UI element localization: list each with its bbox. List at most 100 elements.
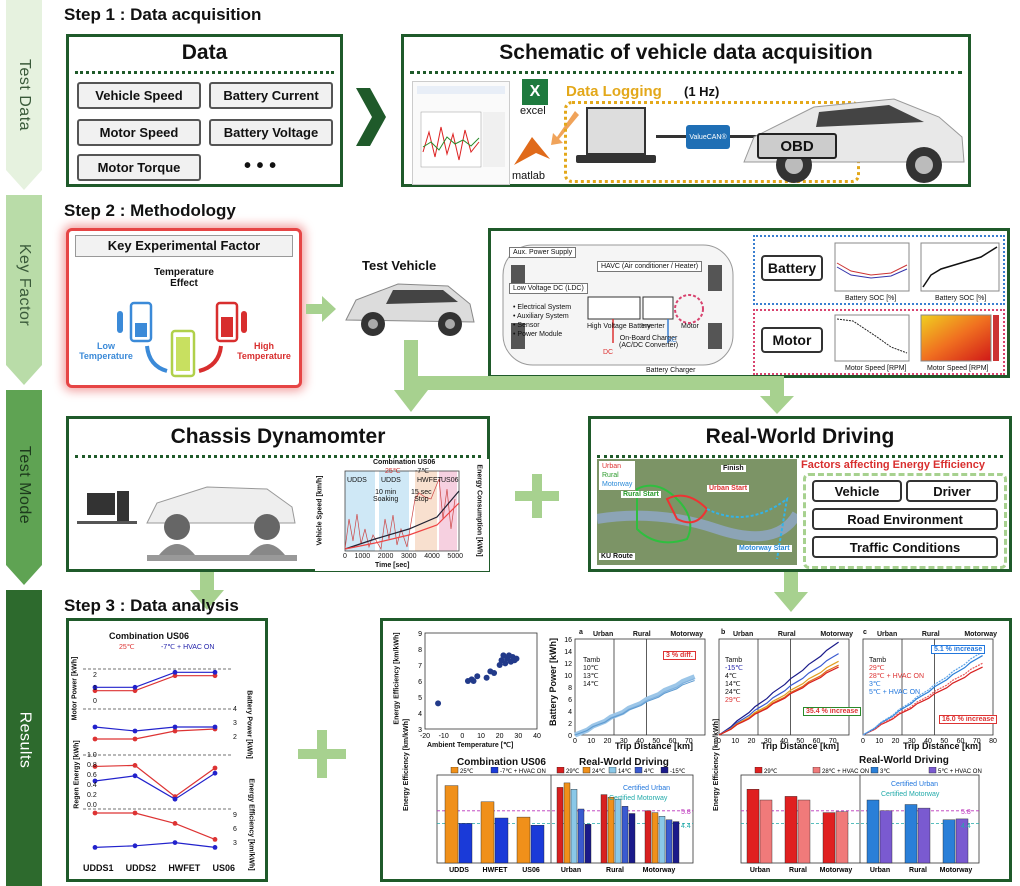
legend-label: 4℃ <box>644 769 654 775</box>
cum-xlabel-a: Trip Distance [km] <box>615 741 694 751</box>
cum-xtick: 60 <box>957 738 965 745</box>
cum-xtick: 70 <box>829 738 837 745</box>
panel-letter-c: c <box>863 629 867 636</box>
factor-vehicle: Vehicle <box>812 480 902 502</box>
key-factor-title: Key Experimental Factor <box>75 235 293 257</box>
chassis-divider <box>75 455 481 458</box>
cum-series-line <box>718 641 839 736</box>
scatter-xtick: 30 <box>514 733 522 740</box>
data-point <box>212 724 218 730</box>
laptop-icon <box>586 107 646 155</box>
section-rail: Test Data Key Factor Test Mode Results <box>6 0 42 886</box>
data-point <box>212 837 218 842</box>
cum-xtick: 10 <box>731 738 739 745</box>
ylabel-regen-energy: Regen Energy [kWh] <box>73 740 81 809</box>
scatter-ytick: 6 <box>418 679 422 686</box>
obc-label: On-Board Charger (AC/DC Converter) <box>619 335 679 349</box>
rail-arrows <box>6 0 42 886</box>
factor-traffic-conditions: Traffic Conditions <box>812 536 998 558</box>
high-temperature-label: High Temperature <box>237 341 291 361</box>
cum-series-line <box>718 666 839 736</box>
segment-udds-1: UDDS <box>347 477 367 484</box>
cum-xtick: 10 <box>587 738 595 745</box>
bar <box>570 789 578 864</box>
valuecan-device: ValueCAN® <box>686 125 730 149</box>
data-point <box>92 845 98 850</box>
cum-xtick: 30 <box>908 738 916 745</box>
scatter-point <box>474 673 481 680</box>
matlab-icon <box>514 137 550 165</box>
scatter-xtick: -20 <box>420 733 430 740</box>
bar <box>628 813 636 864</box>
annotation-b: 35.4 % increase <box>803 707 862 716</box>
series-line <box>95 728 216 740</box>
cert-urban-left: Certified Urban <box>623 785 671 792</box>
segment-hwfet: HWFET <box>417 477 442 484</box>
series-line <box>95 671 215 688</box>
cum-ytick: 10 <box>564 673 572 680</box>
chassis-title: Chassis Dynamomter <box>170 425 386 448</box>
cum-xtick: 70 <box>685 738 693 745</box>
cum-ytick: 4 <box>568 709 572 716</box>
software-screenshot <box>412 81 510 185</box>
data-point <box>212 765 218 771</box>
scatter-ytick: 3 <box>418 727 422 734</box>
cum-xlabel-c: Trip Distance [km] <box>903 741 982 751</box>
data-point <box>132 728 138 734</box>
legend-swatch <box>660 767 669 774</box>
bar <box>644 810 652 864</box>
chassis-chart: Combination US06 25℃ -7℃ UDDS UDDS HWFET… <box>315 459 489 571</box>
scatter-xtick: 0 <box>460 733 464 740</box>
factor-road-environment: Road Environment <box>812 508 998 530</box>
cum-ytick: 6 <box>568 697 572 704</box>
scatter-point <box>513 655 520 662</box>
cum-ytick: 12 <box>564 661 572 668</box>
arrow-down-left <box>190 572 224 610</box>
cum-xlabel-b: Trip Distance [km] <box>761 741 840 751</box>
data-box-divider <box>75 71 334 74</box>
scatter-ytick: 9 <box>418 631 422 638</box>
bar <box>955 818 969 864</box>
battery-charger-label: Battery Charger <box>646 367 696 374</box>
bar <box>797 799 811 864</box>
temperature-effect-label: Temperature Effect <box>154 267 214 289</box>
ldc-components: • Electrical System• Auxiliary System• S… <box>513 304 572 338</box>
bar-category-label: Motorway <box>643 867 676 874</box>
cum-series-line <box>718 653 839 736</box>
legend-label: 29℃ <box>566 769 580 775</box>
map-urban-start: Urban Start <box>707 485 750 492</box>
key-factor-box: Key Experimental Factor Temperature Effe… <box>66 228 302 388</box>
cum-xtick: 40 <box>924 738 932 745</box>
low-temperature-label: Low Temperature <box>79 341 133 361</box>
cum-xtick: 30 <box>764 738 772 745</box>
stop-note: 15 sec Stop <box>411 489 432 503</box>
rail-label-test-data: Test Data <box>16 58 33 132</box>
battery-panel: Battery Battery SOC [%] Battery SOC [%] <box>753 235 1005 305</box>
results-left-title: Combination US06 <box>109 631 190 641</box>
scatter-ytick: 4 <box>418 711 422 718</box>
bar <box>516 816 531 864</box>
arrow-down-right <box>774 572 808 612</box>
excel-label: excel <box>520 105 546 117</box>
legend-label: 29℃ <box>764 769 778 775</box>
realworld-divider <box>597 455 1003 458</box>
scatter-xtick: 10 <box>477 733 485 740</box>
schematic-box: Schematic of vehicle data acquisition X … <box>401 34 971 187</box>
data-point <box>172 728 178 734</box>
data-box: Data Vehicle Speed Battery Current Motor… <box>66 34 343 187</box>
cum-series-line <box>862 666 983 736</box>
scatter-ytick: 5 <box>418 695 422 702</box>
data-item-motor-torque: Motor Torque <box>77 154 201 181</box>
cert-motorway-right: Certified Motorway <box>881 791 940 798</box>
motor-speed-label-2: Motor Speed [RPM] <box>927 365 989 372</box>
chassis-box: Chassis Dynamomter Combination US06 25℃ … <box>66 416 490 572</box>
data-point <box>92 764 98 769</box>
scatter-xtick: -10 <box>439 733 449 740</box>
legend-swatch <box>582 767 591 774</box>
v44-right: 4.4 <box>961 823 971 830</box>
